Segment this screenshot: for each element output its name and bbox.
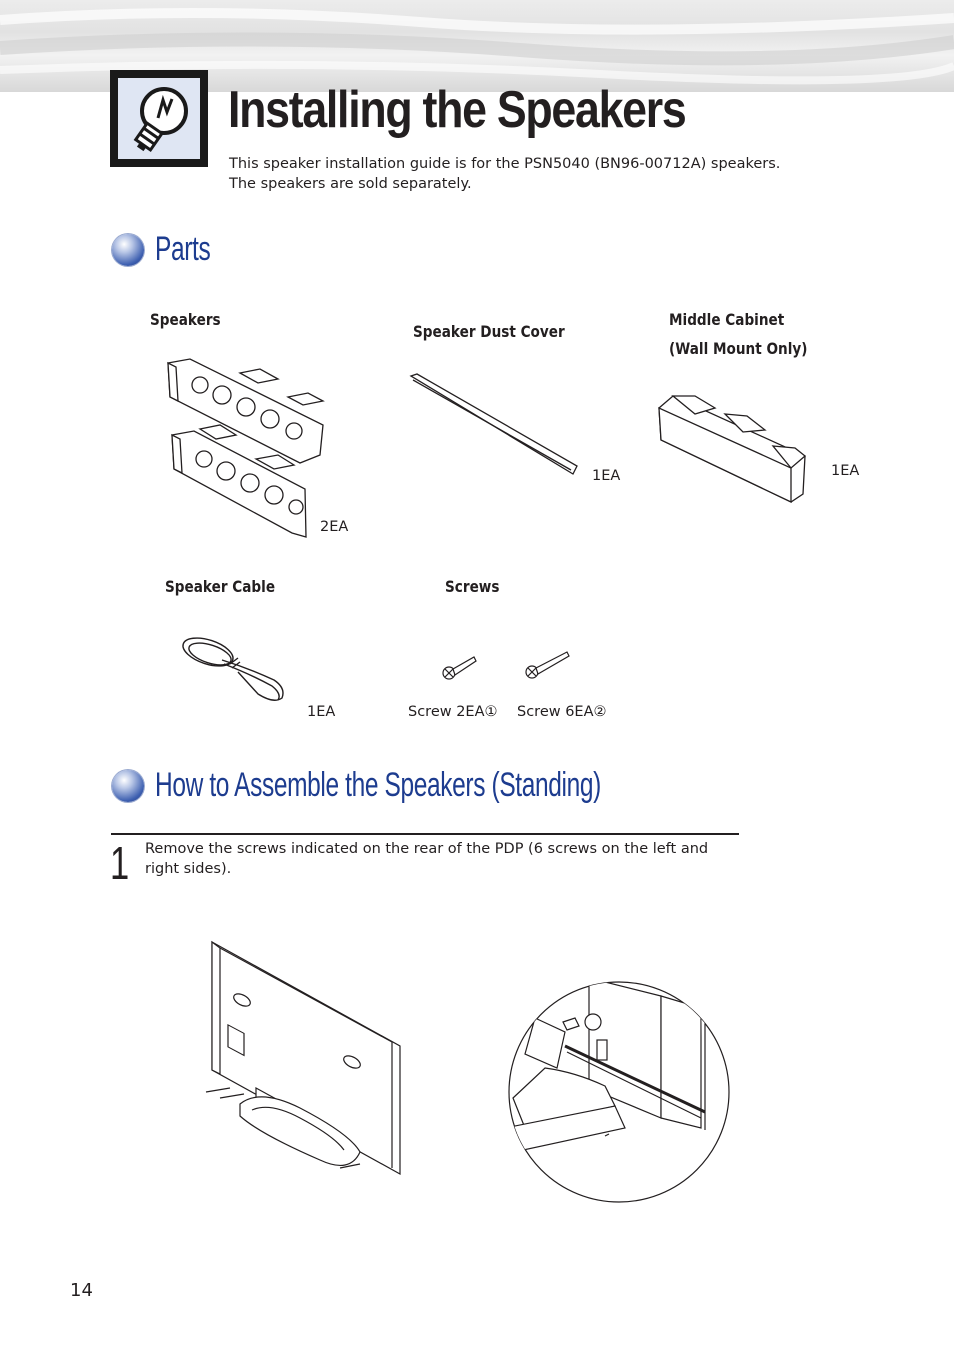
middle-cabinet-icon: [658, 395, 807, 504]
section-bullet-icon: [112, 233, 144, 266]
intro-line-2: The speakers are sold separately.: [229, 176, 472, 192]
qty-middle-cabinet: 1EA: [831, 463, 860, 479]
assemble-title: How to Assemble the Speakers (Standing): [155, 766, 601, 804]
screw-icon: [525, 651, 570, 679]
screw-icon: [442, 656, 477, 680]
step-divider: [111, 833, 739, 835]
middle-cabinet-line-2: (Wall Mount Only): [669, 339, 808, 358]
qty-screw-2: Screw 6EA②: [517, 704, 607, 720]
speaker-pair-icon: [167, 358, 325, 538]
qty-screw-1: Screw 2EA①: [408, 704, 498, 720]
assemble-heading: How to Assemble the Speakers (Standing): [112, 766, 774, 805]
part-label-speaker-cable: Speaker Cable: [165, 577, 276, 596]
section-bullet-icon: [112, 769, 144, 802]
middle-cabinet-line-1: Middle Cabinet: [669, 310, 785, 329]
qty-speakers: 2EA: [320, 519, 349, 535]
dust-cover-icon: [409, 373, 578, 475]
part-label-middle-cabinet: Middle Cabinet (Wall Mount Only): [669, 305, 807, 363]
pdp-rear-illustration: [205, 940, 401, 1176]
qty-speaker-cable: 1EA: [307, 704, 336, 720]
lightbulb-icon: [110, 70, 208, 167]
header-texture: [0, 7, 954, 85]
parts-heading: Parts: [112, 230, 232, 269]
qty-dust-cover: 1EA: [592, 468, 621, 484]
intro-text: This speaker installation guide is for t…: [229, 154, 780, 194]
page-number: 14: [70, 1280, 93, 1301]
part-label-speakers: Speakers: [150, 310, 221, 329]
part-label-dust-cover: Speaker Dust Cover: [413, 322, 565, 341]
step-number: 1: [110, 837, 130, 889]
part-label-screws: Screws: [445, 577, 500, 596]
intro-line-1: This speaker installation guide is for t…: [229, 156, 781, 172]
parts-title: Parts: [155, 230, 211, 268]
step-text: Remove the screws indicated on the rear …: [145, 841, 709, 877]
page-title: Installing the Speakers: [228, 81, 687, 139]
cable-coil-icon: [182, 637, 284, 701]
screw-detail-illustration: [508, 981, 730, 1203]
